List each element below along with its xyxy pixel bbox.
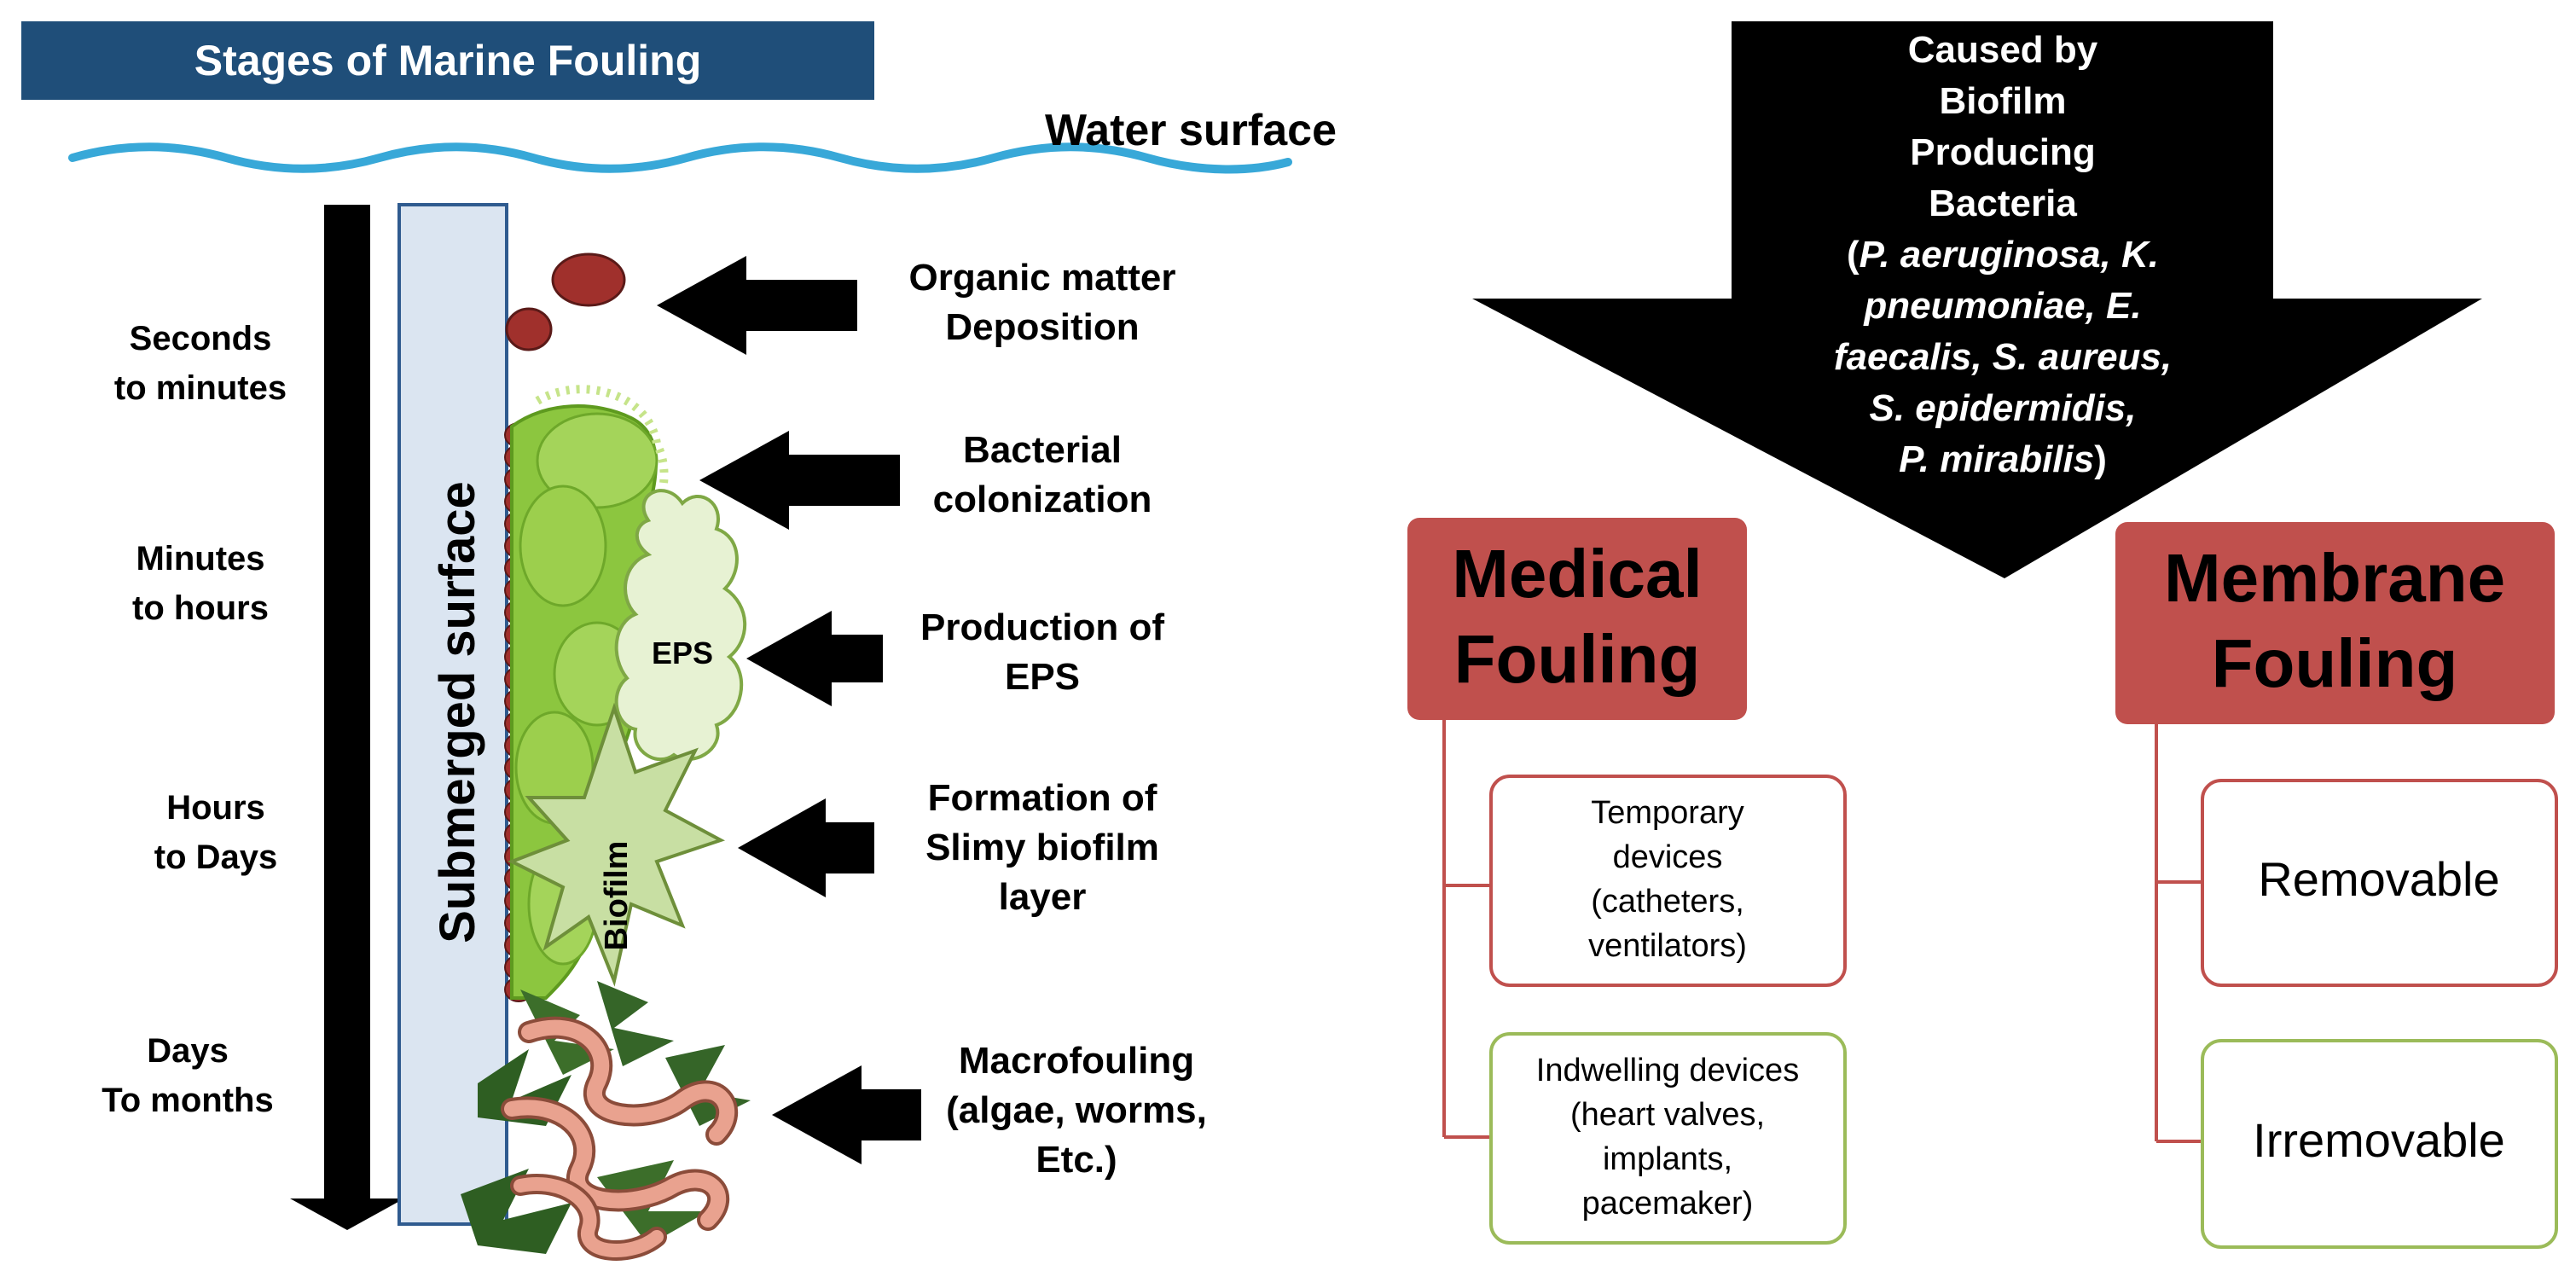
stage-5-line-2: (algae, worms, [946,1089,1207,1131]
cause-text: Caused by Biofilm Producing Bacteria (P.… [1834,29,2172,480]
organic-matter-particle [551,252,626,307]
stage-3-line-1: Production of [920,606,1164,648]
indwelling-line-2: (heart valves, [1570,1097,1765,1133]
bacteria-line-1: (P. aeruginosa, K. [1847,234,2159,276]
stage-arrow-3 [746,611,883,706]
time-label-1b: to minutes [114,369,287,407]
macrofouling-cluster [461,981,751,1261]
medical-fouling-box [1407,518,1747,720]
bacteria-line-3: faecalis, S. aureus, [1834,336,2172,378]
stage-2-line-2: colonization [933,479,1152,520]
indwelling-devices-box [1489,1032,1847,1245]
cause-line-3: Producing [1910,131,2096,173]
cause-arrow [1472,21,2482,578]
time-labels: Seconds to minutes Minutes to hours Hour… [102,320,287,1119]
organic-matter-particle [505,307,553,351]
time-label-4b: To months [102,1082,273,1119]
bacteria-line-2: pneumoniae, E. [1863,285,2141,327]
removable-box [2201,779,2558,987]
temporary-line-2: devices [1613,839,1723,875]
membrane-fouling-title-1: Membrane [2164,540,2505,616]
stage-arrow-1 [657,256,857,355]
cause-line-1: Caused by [1908,29,2098,71]
time-arrow [290,205,404,1230]
stage-1-line-1: Organic matter [909,257,1176,299]
stage-arrows [657,256,921,1164]
stage-4-line-1: Formation of [928,777,1157,819]
medical-fouling-title-1: Medical [1452,536,1702,612]
water-surface-wave [68,142,1292,174]
indwelling-devices-text: Indwelling devices (heart valves, implan… [1536,1053,1799,1222]
cause-line-4: Bacteria [1929,183,2077,224]
eps-cloud [614,489,747,762]
time-label-1a: Seconds [130,320,272,357]
stage-labels: Organic matter Deposition Bacterial colo… [909,257,1207,1181]
indwelling-line-3: implants, [1603,1141,1732,1177]
stage-arrow-4 [738,798,874,897]
biofilm-star [508,702,726,987]
time-label-3a: Hours [166,789,265,827]
stage-arrow-2 [699,431,900,530]
membrane-fouling-box [2115,522,2555,724]
membrane-tree-lines [2155,724,2202,1143]
stage-4-line-3: layer [999,876,1087,918]
membrane-fouling-title-2: Fouling [2212,625,2458,701]
time-label-2b: to hours [132,589,269,627]
stage-2-line-1: Bacterial [963,429,1122,471]
indwelling-line-4: pacemaker) [1582,1186,1754,1222]
medical-tree-lines [1442,720,1491,1139]
bacteria-line-5: P. mirabilis) [1899,438,2107,480]
panel-title: Stages of Marine Fouling [194,37,701,84]
temporary-line-4: ventilators) [1588,928,1747,964]
biofilm-label: Biofilm [599,841,635,951]
time-label-4a: Days [147,1032,229,1070]
temporary-line-1: Temporary [1591,795,1744,831]
time-label-3b: to Days [154,839,278,876]
temporary-devices-text: Temporary devices (catheters, ventilator… [1588,795,1747,964]
title-bar [21,21,874,100]
stage-5-line-3: Etc.) [1036,1139,1117,1181]
time-label-2a: Minutes [136,540,264,577]
indwelling-line-1: Indwelling devices [1536,1053,1799,1088]
stage-5-line-1: Macrofouling [959,1040,1194,1082]
cause-line-2: Biofilm [1939,80,2066,122]
stage-1-line-2: Deposition [945,306,1139,348]
eps-label: EPS [652,636,713,670]
stage-arrow-5 [772,1065,921,1164]
medical-fouling-title-2: Fouling [1454,621,1701,697]
irremovable-label: Irremovable [2253,1113,2505,1167]
temporary-devices-box [1489,775,1847,987]
submerged-surface [397,203,508,1226]
stage-4-line-2: Slimy biofilm [925,827,1159,868]
temporary-line-3: (catheters, [1591,884,1744,920]
bacteria-line-4: S. epidermidis, [1870,387,2137,429]
removable-label: Removable [2258,852,2499,906]
water-surface-label: Water surface [1045,106,1337,155]
stage-3-line-2: EPS [1005,656,1080,698]
submerged-surface-label: Submerged surface [430,481,485,943]
irremovable-box [2201,1039,2558,1249]
